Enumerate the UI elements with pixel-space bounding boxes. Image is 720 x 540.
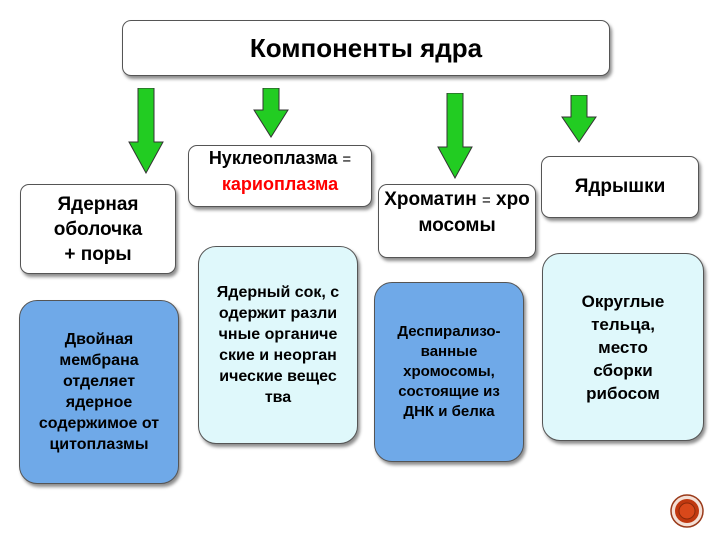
component-chromatin-label: Хроматин = хромосомы: [383, 187, 531, 238]
description-text: Ядерный сок, содержит различные органиче…: [216, 284, 340, 406]
next-slide-icon[interactable]: [670, 494, 704, 528]
description-chromatin: Деспирализо-ванные хромосомы, состоящие …: [374, 282, 524, 462]
diagram-title: Компоненты ядра: [122, 20, 610, 76]
component-name: Ядрышки: [574, 176, 666, 197]
component-envelope-label: Ядерная оболочка + поры: [38, 192, 158, 267]
arrow-down-icon: [253, 88, 289, 138]
component-nucleoplasm-label: Нуклеоплазма = кариоплазма: [198, 146, 362, 197]
equals-sign: =: [342, 151, 352, 168]
title-text: Компоненты ядра: [249, 32, 483, 63]
component-name: Ядерная оболочка: [53, 193, 143, 240]
component-nuclear-envelope: Ядерная оболочка + поры: [20, 184, 176, 274]
component-nucleoplasm: Нуклеоплазма = кариоплазма: [188, 145, 372, 207]
arrow-down-icon: [128, 88, 164, 174]
arrow-down-icon: [437, 93, 473, 179]
component-synonym: кариоплазма: [221, 174, 339, 194]
component-synonym: хромосомы: [418, 189, 530, 236]
description-text: Двойная мембрана отделяет ядерное содерж…: [38, 331, 160, 453]
description-text: Округлые тельца, место сборки рибосом: [581, 291, 665, 403]
description-nucleoli: Округлые тельца, место сборки рибосом: [542, 253, 704, 441]
description-text: Деспирализо-ванные хромосомы, состоящие …: [397, 323, 501, 420]
component-extra: + поры: [64, 243, 132, 265]
component-chromatin: Хроматин = хромосомы: [378, 184, 536, 258]
description-nucleoplasm: Ядерный сок, содержит различные органиче…: [198, 246, 358, 444]
component-nucleoli: Ядрышки: [541, 156, 699, 218]
equals-sign: =: [481, 192, 491, 209]
component-name: Нуклеоплазма: [208, 148, 338, 168]
component-name: Хроматин: [384, 189, 477, 210]
description-nuclear-envelope: Двойная мембрана отделяет ядерное содерж…: [19, 300, 179, 484]
arrow-down-icon: [561, 95, 597, 143]
